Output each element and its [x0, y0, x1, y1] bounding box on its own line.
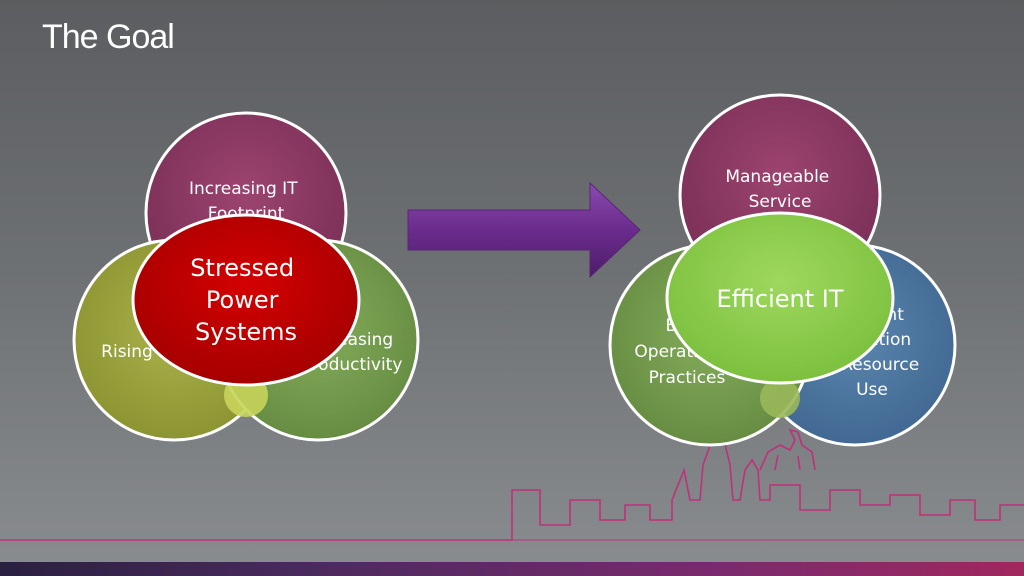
right-top-line-1: Manageable: [725, 167, 829, 187]
bottom-accent-bar: [0, 562, 1024, 576]
right-center-circle: [665, 211, 895, 385]
right-right-line-4: Use: [856, 380, 888, 400]
right-venn-diagram: Manageable Service Best Operational Prac…: [608, 93, 957, 447]
left-center-line-1: Stressed: [190, 254, 294, 282]
svg-text:Manageable Service: Manageable Service: [725, 167, 834, 212]
right-top-line-2: Service: [749, 192, 812, 212]
left-left-line-1: Rising: [101, 342, 153, 362]
left-venn-diagram: Increasing IT Footprint Rising Increasin…: [72, 111, 420, 442]
right-overlap-highlight: [760, 378, 800, 418]
right-center-line-1: Efficient IT: [717, 285, 844, 313]
city-skyline-outline: [0, 417, 1024, 541]
left-top-line-1: Increasing IT: [189, 179, 298, 199]
right-left-line-3: Practices: [649, 368, 726, 388]
slide-title: The Goal: [42, 18, 175, 56]
left-center-line-3: Systems: [195, 318, 297, 346]
svg-text:Stressed Power: Stressed Power Systems: [190, 254, 301, 346]
left-center-line-2: Power: [206, 286, 279, 314]
left-center-circle: [131, 213, 361, 387]
right-arrow-shape: [407, 181, 641, 279]
svg-text:Efficient IT: Efficient IT: [717, 285, 844, 313]
svg-text:Rising: Rising: [101, 342, 153, 362]
